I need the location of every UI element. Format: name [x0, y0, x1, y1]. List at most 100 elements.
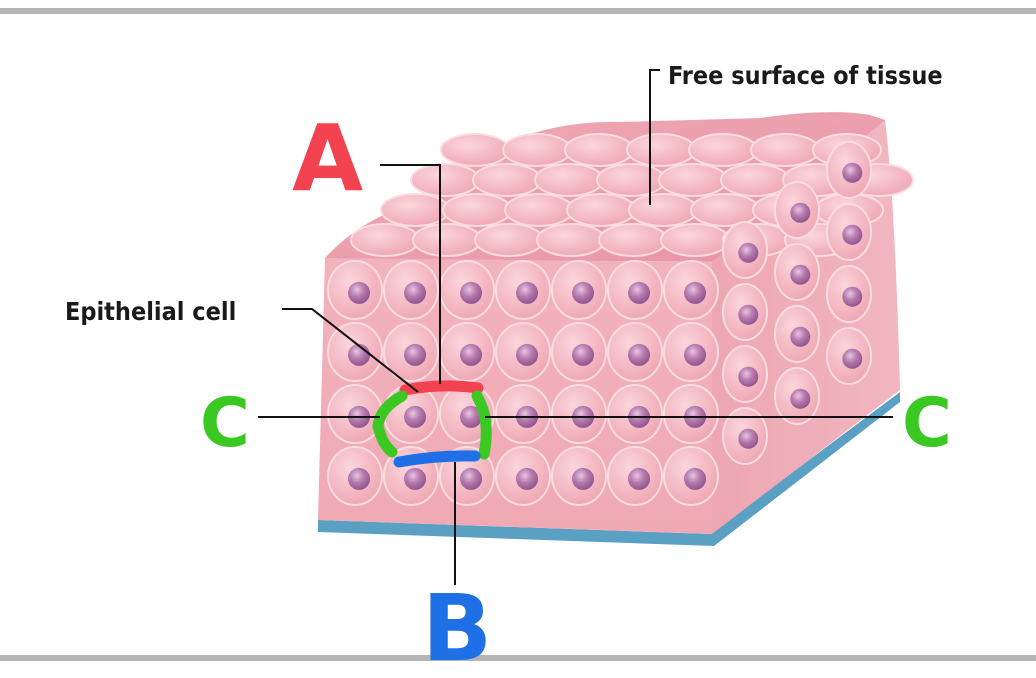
marker-c-left-lateral-line [372, 390, 408, 458]
surface-cell [502, 133, 572, 167]
side-cell [722, 345, 768, 403]
nucleus [628, 467, 651, 490]
nucleus [790, 264, 811, 285]
marker-c-right-lateral-line [471, 390, 492, 460]
nucleus [404, 467, 427, 490]
nucleus [460, 467, 483, 490]
surface-cell [350, 223, 420, 257]
side-cell [826, 203, 872, 261]
nucleus [460, 281, 483, 304]
nucleus [842, 224, 863, 245]
surface-cell [536, 223, 606, 257]
nucleus [516, 281, 539, 304]
leader-lines [258, 69, 893, 585]
nucleus [404, 281, 427, 304]
surface-cell [660, 223, 730, 257]
surface-cell [566, 193, 636, 227]
front-cell [551, 384, 607, 444]
nucleus [842, 348, 863, 369]
epithelial-cell-leader [282, 308, 419, 393]
nucleus [684, 467, 707, 490]
surface-cell [658, 163, 728, 197]
front-cell [383, 322, 439, 382]
a-leader [380, 164, 441, 384]
epithelial-cell-label: Epithelial cell [65, 297, 236, 326]
nucleus [348, 343, 371, 366]
side-cell [722, 407, 768, 465]
marker-a-label: A [292, 105, 363, 212]
surface-cell [626, 133, 696, 167]
nucleus [790, 388, 811, 409]
surface-cell [534, 163, 604, 197]
side-cell [826, 265, 872, 323]
free-surface-leader [649, 69, 660, 205]
nucleus [404, 405, 427, 428]
side-cell [774, 181, 820, 239]
nucleus [738, 242, 759, 263]
marker-b-label: B [422, 575, 492, 678]
front-cell [327, 384, 383, 444]
marker-a-apical-line [399, 380, 484, 396]
nucleus [572, 467, 595, 490]
front-cell [607, 260, 663, 320]
front-cell [495, 446, 551, 506]
front-cell [607, 322, 663, 382]
nucleus [348, 467, 371, 490]
surface-cell [750, 133, 820, 167]
front-cell [551, 446, 607, 506]
surface-cell [504, 193, 574, 227]
marker-c-left-label: C [200, 384, 250, 463]
side-cell [826, 141, 872, 199]
front-cell [439, 260, 495, 320]
surface-cell [720, 163, 790, 197]
nucleus [516, 343, 539, 366]
surface-cell [690, 193, 760, 227]
front-cell [607, 446, 663, 506]
front-cell [383, 260, 439, 320]
nucleus [460, 343, 483, 366]
surface-cell [474, 223, 544, 257]
nucleus [460, 405, 483, 428]
nucleus [516, 467, 539, 490]
marker-b-basal-line [393, 450, 481, 468]
nucleus [404, 343, 427, 366]
surface-cell [410, 163, 480, 197]
surface-cell [472, 163, 542, 197]
surface-cell [412, 223, 482, 257]
front-cell [663, 322, 719, 382]
front-cell [551, 260, 607, 320]
front-cell [663, 384, 719, 444]
surface-cell [598, 223, 668, 257]
nucleus [790, 326, 811, 347]
surface-cell [596, 163, 666, 197]
cell-layer [327, 133, 914, 506]
front-cell [495, 384, 551, 444]
surface-cell [628, 193, 698, 227]
surface-cell [380, 193, 450, 227]
surface-cell [564, 133, 634, 167]
bottom-frame-border [0, 655, 1036, 661]
side-cell [722, 283, 768, 341]
front-cell [607, 384, 663, 444]
free-surface-label: Free surface of tissue [668, 61, 943, 90]
side-cell [826, 327, 872, 385]
front-cell [327, 322, 383, 382]
nucleus [628, 343, 651, 366]
front-cell [551, 322, 607, 382]
nucleus [572, 281, 595, 304]
nucleus [738, 366, 759, 387]
nucleus [738, 304, 759, 325]
side-cell [722, 221, 768, 279]
side-cell [774, 367, 820, 425]
basement-membrane [318, 392, 900, 546]
surface-cell [688, 133, 758, 167]
front-cell [439, 322, 495, 382]
nucleus [628, 281, 651, 304]
front-cell [495, 322, 551, 382]
front-cell [663, 260, 719, 320]
nucleus [790, 202, 811, 223]
surface-cell [440, 133, 510, 167]
side-cell [774, 305, 820, 363]
front-cell [663, 446, 719, 506]
